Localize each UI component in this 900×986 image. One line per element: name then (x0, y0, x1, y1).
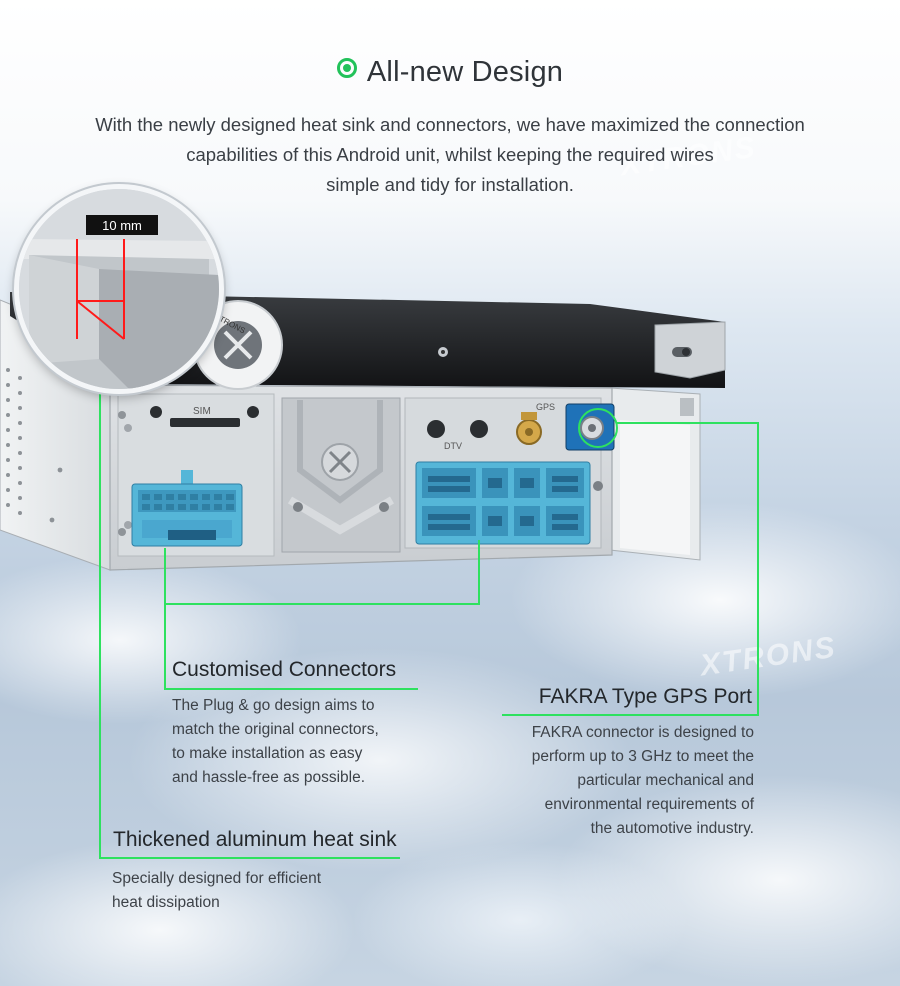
fakra-line: perform up to 3 GHz to meet the (531, 748, 754, 765)
fakra-line: the automotive industry. (590, 820, 754, 837)
connectors-line: The Plug & go design aims to (172, 697, 375, 714)
title-text: All-new Design (366, 56, 564, 88)
fakra-title: FAKRA Type GPS Port (538, 685, 752, 708)
fakra-line: FAKRA connector is designed to (531, 724, 754, 741)
connectors-line: match the original connectors, (172, 721, 379, 738)
magnified-detail: 10 mm (19, 189, 219, 389)
heatsink-title: Thickened aluminum heat sink (113, 828, 397, 851)
intro-line: With the newly designed heat sink and co… (95, 114, 805, 135)
fakra-line: environmental requirements of (544, 796, 754, 813)
heatsink-line: Specially designed for efficient (112, 870, 322, 887)
dtv-label: DTV (444, 441, 462, 451)
heat-sink (281, 397, 401, 553)
connector-left (131, 470, 243, 547)
measure-label: 10 mm (102, 218, 142, 233)
connectors-title: Customised Connectors (172, 658, 397, 681)
intro-line: simple and tidy for installation. (326, 174, 574, 195)
intro-line: capabilities of this Android unit, whils… (186, 144, 714, 165)
fakra-line: particular mechanical and (577, 772, 754, 789)
connectors-text: The Plug & go design aims to match the o… (172, 694, 379, 790)
gps-label: GPS (536, 402, 555, 412)
heatsink-text: Specially designed for efficient heat di… (112, 867, 321, 915)
magnifier-inset: 10 mm (14, 184, 224, 394)
connector-right (415, 461, 591, 545)
heatsink-line: heat dissipation (112, 894, 220, 911)
mounting-bracket (609, 321, 726, 561)
bullet-circle-icon (336, 58, 357, 78)
fakra-port (565, 403, 615, 491)
connectors-line: to make installation as easy (172, 745, 363, 762)
connectors-line: and hassle-free as possible. (172, 769, 366, 786)
sim-label: SIM (193, 406, 211, 417)
intro-text: With the newly designed heat sink and co… (40, 110, 860, 200)
callout-lines (99, 392, 759, 859)
page-title: All-new Design (0, 56, 900, 89)
fakra-text: FAKRA connector is designed to perform u… (532, 721, 754, 841)
screws (118, 411, 126, 536)
